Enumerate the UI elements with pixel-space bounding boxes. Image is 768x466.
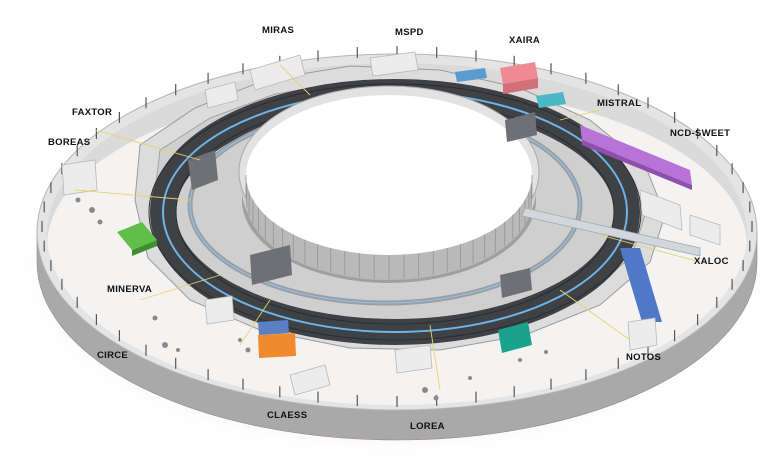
ring-service-block bbox=[188, 150, 218, 190]
hutch-notos bbox=[498, 322, 532, 353]
ring-service-block bbox=[250, 245, 292, 285]
floor-equipment bbox=[75, 197, 548, 401]
label-mistral: MISTRAL bbox=[597, 98, 642, 109]
hutch-minerva bbox=[117, 222, 157, 256]
label-claess: CLAESS bbox=[267, 410, 308, 421]
storage-ring-edge bbox=[148, 83, 642, 341]
label-ncd-sweet: NCD-SWEET bbox=[670, 128, 731, 139]
inner-wall-stripes bbox=[245, 175, 533, 279]
transfer-bridge bbox=[521, 207, 701, 257]
hutch-xaloc bbox=[620, 248, 662, 322]
label-lorea: LOREA bbox=[410, 421, 445, 432]
label-xaloc: XALOC bbox=[694, 256, 729, 267]
ring-service-block bbox=[500, 268, 532, 298]
label-faxtor: FAXTOR bbox=[72, 107, 113, 118]
label-circe: CIRCE bbox=[97, 350, 129, 361]
label-minerva: MINERVA bbox=[107, 284, 153, 295]
label-miras: MIRAS bbox=[262, 25, 295, 36]
label-notos: NOTOS bbox=[626, 352, 662, 363]
label-mspd: MSPD bbox=[395, 27, 424, 38]
grey-hutches bbox=[61, 51, 721, 396]
label-boreas: BOREAS bbox=[48, 137, 91, 148]
label-xaira: XAIRA bbox=[509, 35, 541, 46]
inner-courtyard bbox=[246, 95, 532, 255]
beamline-rays bbox=[74, 64, 701, 391]
wall-posts bbox=[41, 46, 753, 407]
hutch-circe bbox=[258, 320, 296, 358]
hutch-mistral-ncd bbox=[580, 125, 692, 190]
hutch-xaira bbox=[455, 62, 566, 108]
ring-service-block bbox=[505, 112, 537, 142]
